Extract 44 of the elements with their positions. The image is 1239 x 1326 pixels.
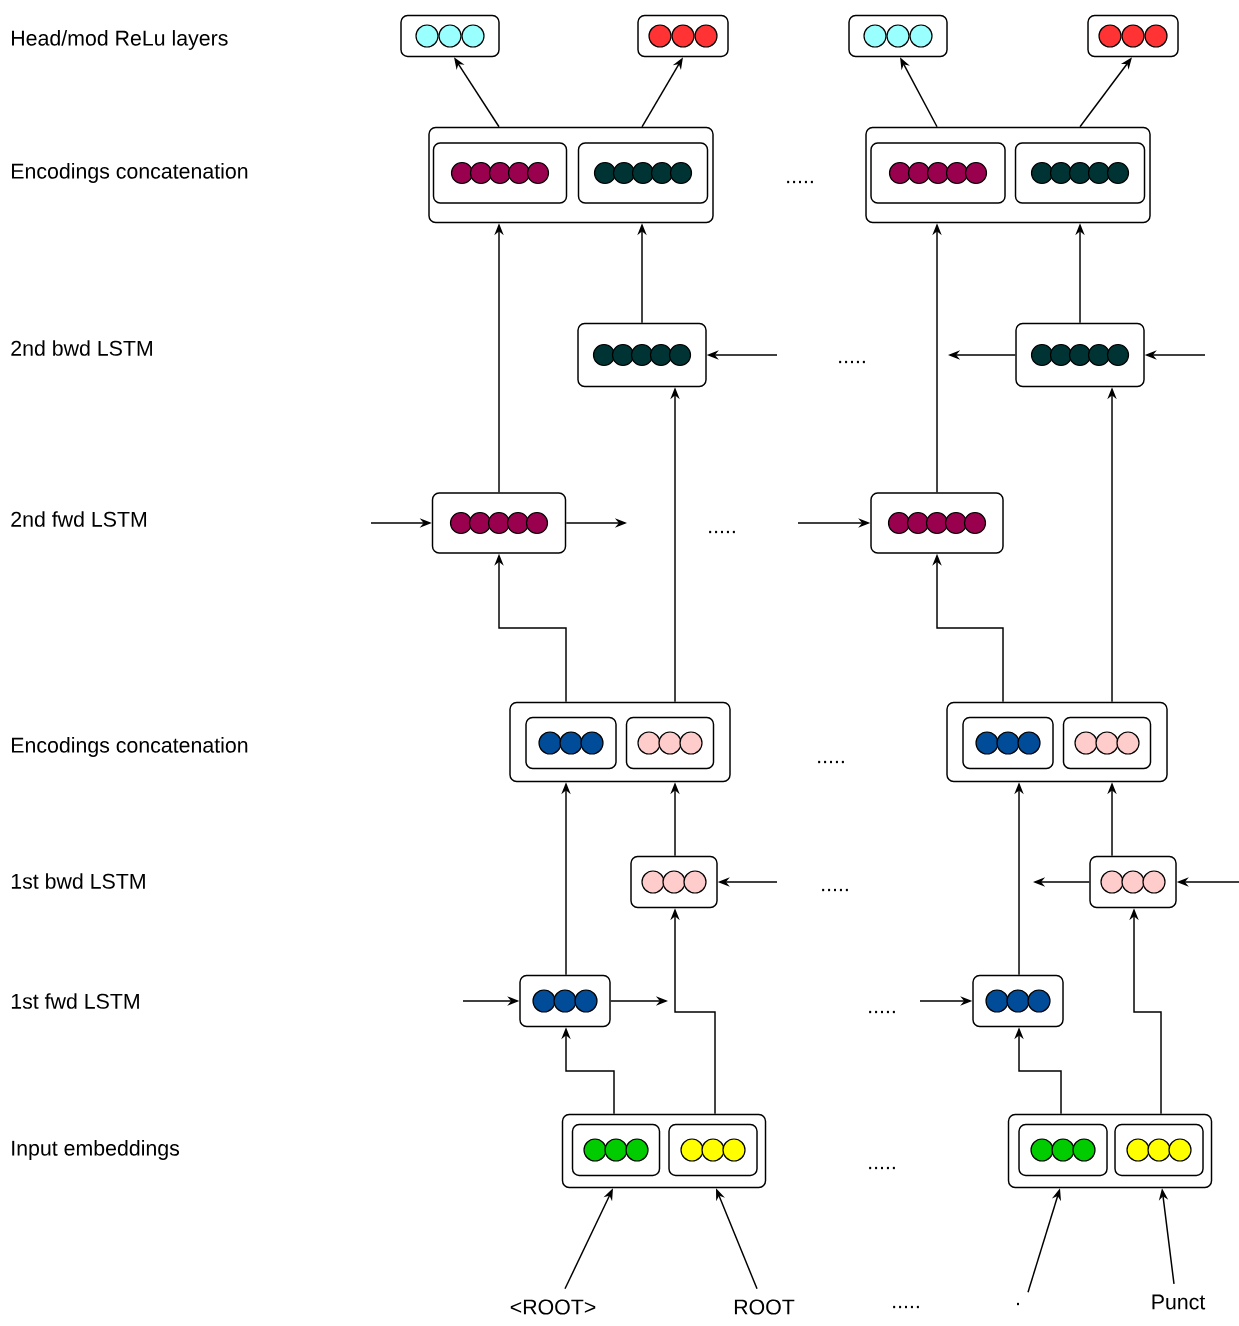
layer-label: Encodings concatenation [12, 737, 248, 757]
vector-box [637, 14, 729, 58]
ellipsis: ..... [787, 180, 813, 184]
ellipsis: ..... [869, 1010, 895, 1014]
vector-box [870, 492, 1004, 554]
vector-box [1018, 1123, 1108, 1177]
vector-box [1114, 1123, 1204, 1177]
vector-box [519, 974, 611, 1028]
layer-label: 2nd bwd LSTM [11, 340, 152, 356]
token-label: ROOT [734, 1299, 795, 1315]
vector-box [1014, 142, 1146, 204]
ellipsis: ..... [822, 888, 848, 892]
vector-box [1062, 716, 1152, 770]
layer-label: Encodings concatenation [12, 163, 248, 183]
vector-box [630, 855, 718, 909]
vector-box [432, 142, 568, 204]
ellipsis: ..... [818, 760, 844, 764]
vector-box [431, 492, 567, 554]
layer-label: Input embeddings [12, 1140, 180, 1160]
vector-box [625, 716, 715, 770]
ellipsis: ..... [893, 1305, 919, 1309]
token-label: <ROOT> [510, 1299, 596, 1315]
vector-box [577, 322, 707, 388]
vector-box [668, 1123, 758, 1177]
layer-label: 2nd fwd LSTM [11, 511, 147, 527]
layer-label: 1st bwd LSTM [11, 873, 145, 889]
token-label: . [1017, 1302, 1019, 1306]
ellipsis: ..... [709, 530, 735, 534]
vector-box [1087, 14, 1179, 58]
vector-box [571, 1123, 661, 1177]
vector-box [962, 716, 1054, 770]
vector-box [870, 142, 1006, 204]
ellipsis: ..... [869, 1166, 895, 1170]
vector-box [577, 142, 709, 204]
vector-box [525, 716, 617, 770]
vector-box [848, 14, 948, 58]
ellipsis: ..... [839, 360, 865, 364]
vector-box [400, 14, 500, 58]
vector-box [1089, 855, 1177, 909]
token-label: Punct [1152, 1294, 1206, 1310]
vector-box [972, 974, 1064, 1028]
layer-label: Head/mod ReLu layers [12, 30, 228, 50]
vector-box [1015, 322, 1145, 388]
layer-label: 1st fwd LSTM [11, 993, 139, 1009]
